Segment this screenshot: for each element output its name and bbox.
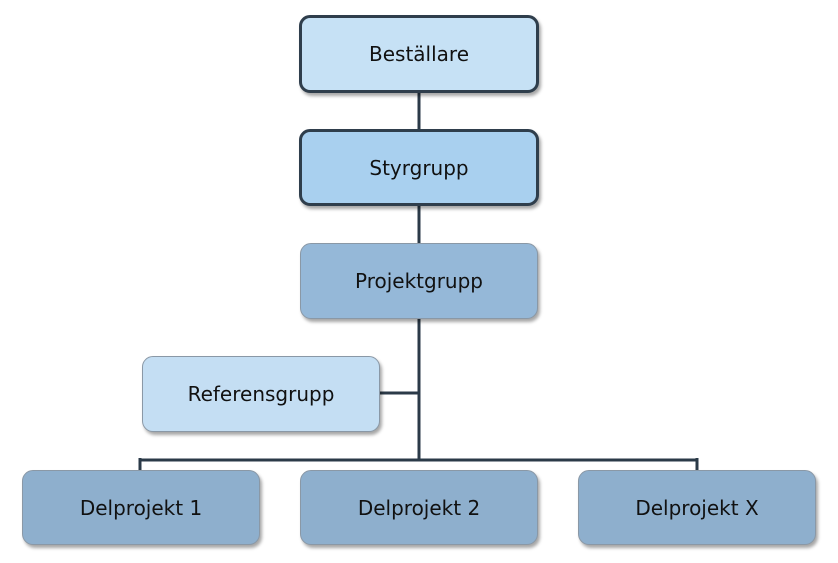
node-delprojekt-2-label: Delprojekt 2 — [357, 495, 481, 520]
node-referensgrupp: Referensgrupp — [142, 356, 380, 432]
node-projektgrupp: Projektgrupp — [300, 243, 538, 319]
node-delprojekt-x-label: Delprojekt X — [635, 495, 759, 520]
node-bestallare-label: Beställare — [369, 42, 469, 66]
node-styrgrupp-label: Styrgrupp — [369, 155, 469, 180]
node-delprojekt-1-label: Delprojekt 1 — [79, 495, 203, 520]
node-delprojekt-x: Delprojekt X — [578, 470, 816, 545]
node-bestallare: Beställare — [299, 15, 539, 93]
node-delprojekt-2: Delprojekt 2 — [300, 470, 538, 545]
node-referensgrupp-label: Referensgrupp — [187, 382, 335, 406]
node-styrgrupp: Styrgrupp — [299, 129, 539, 206]
node-projektgrupp-label: Projektgrupp — [355, 269, 483, 293]
node-delprojekt-1: Delprojekt 1 — [22, 470, 260, 545]
